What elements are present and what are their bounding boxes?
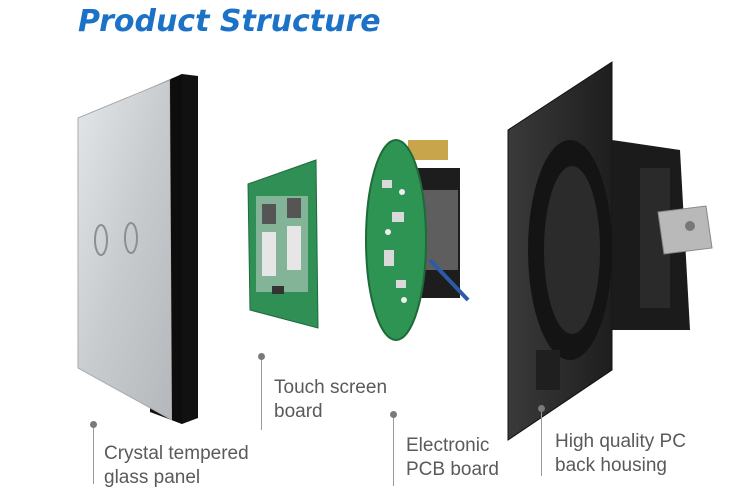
callout-pcb-line1: Electronic <box>406 435 490 456</box>
callout-touch-line1: Touch screen <box>274 377 388 398</box>
callout-glass-panel: Crystal tempered glass panel <box>104 442 249 490</box>
callout-dot-housing <box>538 405 545 412</box>
callout-back-housing: High quality PC back housing <box>555 430 686 478</box>
glass-panel-image <box>77 74 198 424</box>
callout-glass-line2: glass panel <box>104 467 201 488</box>
callout-line-touch <box>261 358 262 430</box>
callout-pcb-board: Electronic PCB board <box>406 434 499 482</box>
touch-button-icon <box>94 222 138 256</box>
callout-dot-touch <box>258 353 265 360</box>
callout-dot-pcb <box>390 411 397 418</box>
callout-dot-glass <box>90 421 97 428</box>
callout-housing-line2: back housing <box>555 455 667 476</box>
page-title: Product Structure <box>78 4 381 39</box>
callout-touch-line2: board <box>274 401 323 422</box>
touch-board-image <box>247 159 319 329</box>
callout-pcb-line2: PCB board <box>406 459 499 480</box>
callout-line-glass <box>93 426 94 484</box>
callout-glass-line1: Crystal tempered <box>104 443 249 464</box>
pcb-board-image <box>365 139 470 341</box>
back-housing-image <box>507 61 713 441</box>
callout-housing-line1: High quality PC <box>555 431 686 452</box>
callout-line-housing <box>541 410 542 476</box>
callout-line-pcb <box>393 416 394 486</box>
callout-touch-board: Touch screen board <box>274 376 387 424</box>
